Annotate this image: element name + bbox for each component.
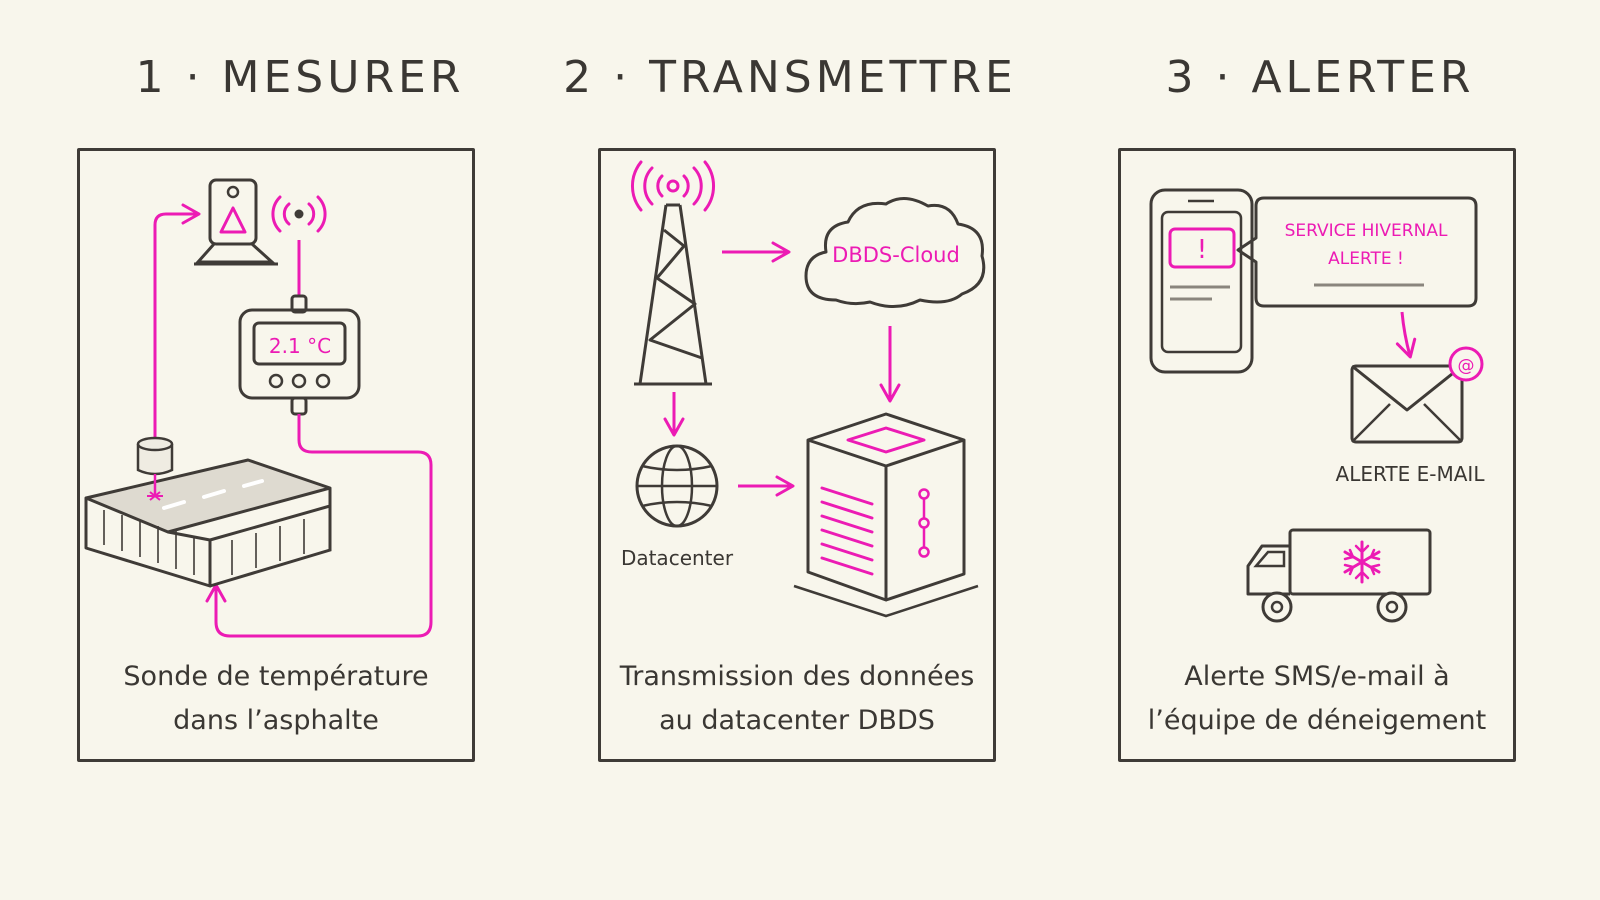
data-logger-icon: 2.1 °C [238, 294, 361, 416]
cloud-label: DBDS-Cloud [832, 243, 960, 267]
server-icon [793, 412, 979, 618]
cable-to-road-arrow [205, 414, 433, 638]
message-bubble-icon: SERVICE HIVERNAL ALERTE ! [1236, 196, 1478, 308]
panel-alert [1118, 148, 1516, 762]
smartphone-icon: ! [1149, 188, 1254, 374]
antenna-tower-icon [631, 160, 715, 386]
probe-to-sign-arrow [153, 203, 201, 438]
radio-waves-icon [271, 195, 327, 233]
step-2-caption-line-2: au datacenter DBDS [659, 705, 935, 736]
phone-alert-mark: ! [1197, 235, 1207, 265]
step-2-caption: Transmission des données au datacenter D… [587, 655, 1007, 743]
step-1-title: 1 · MESURER [135, 52, 465, 103]
step-3-caption-line-1: Alerte SMS/e-mail à [1184, 661, 1450, 692]
step-3-caption: Alerte SMS/e-mail à l’équipe de déneigem… [1107, 655, 1527, 743]
cloud-icon: DBDS-Cloud [804, 197, 986, 308]
panel-transmit [598, 148, 996, 762]
asphalt-block-icon [84, 458, 332, 588]
alert-message-line-2: ALERTE ! [1328, 249, 1404, 269]
envelope-icon [1350, 364, 1464, 444]
alert-message-line-1: SERVICE HIVERNAL [1285, 221, 1448, 241]
step-1-caption-line-1: Sonde de température [123, 661, 429, 692]
step-2-title: 2 · TRANSMETTRE [563, 52, 1017, 103]
snowflake-icon [1343, 540, 1381, 584]
panel-measure [77, 148, 475, 762]
road-sign-icon [194, 178, 278, 266]
step-1-caption: Sonde de température dans l’asphalte [66, 655, 486, 743]
temperature-probe-icon [136, 436, 174, 501]
message-to-email-arrow [1395, 311, 1417, 359]
email-badge-icon: @ [1448, 346, 1484, 382]
globe-icon [635, 444, 719, 528]
email-badge-symbol: @ [1458, 356, 1475, 376]
step-3-title: 3 · ALERTER [1165, 52, 1475, 103]
step-1-caption-line-2: dans l’asphalte [173, 705, 379, 736]
email-alert-label: ALERTE E-MAIL [1336, 462, 1486, 486]
step-3-caption-line-2: l’équipe de déneigement [1147, 705, 1487, 736]
temperature-readout: 2.1 °C [269, 334, 331, 358]
step-2-caption-line-1: Transmission des données [619, 661, 975, 692]
snow-truck-icon [1246, 528, 1432, 623]
datacenter-label: Datacenter [621, 546, 734, 570]
